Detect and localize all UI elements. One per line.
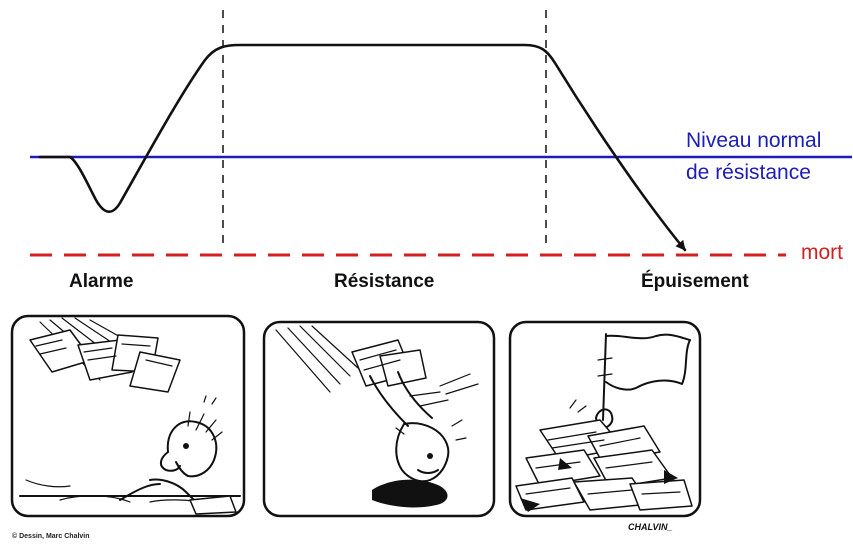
cartoon-panel-alarm — [10, 314, 246, 518]
artist-signature: CHALVIN_ — [628, 522, 673, 532]
cartoon-panel-exhaustion — [508, 320, 702, 518]
phase-label-alarm: Alarme — [69, 271, 133, 292]
phase-label-exhaustion: Épuisement — [641, 270, 749, 292]
cartoon-panel-resistance — [262, 320, 496, 518]
phase-label-resistance: Résistance — [334, 271, 434, 292]
copyright-credit: © Dessin, Marc Chalvin — [12, 532, 90, 540]
normal-level-label-line2: de résistance — [686, 161, 811, 184]
stress-response-curve — [38, 43, 687, 252]
death-level-label: mort — [801, 241, 843, 264]
normal-level-label-line1: Niveau normal — [686, 129, 821, 152]
